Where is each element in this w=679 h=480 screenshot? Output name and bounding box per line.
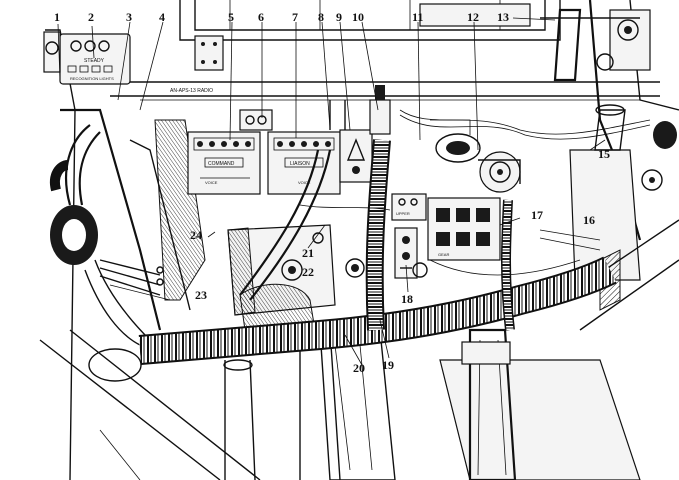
ribbed-hose xyxy=(138,256,617,365)
recognition-lights-panel: STEADY RECOGNITION LIGHTS xyxy=(59,33,131,85)
jack-box xyxy=(239,109,273,131)
leader-lines xyxy=(57,17,606,366)
callout-24: 24 xyxy=(190,228,202,242)
callout-23: 23 xyxy=(195,288,207,302)
callout-numbers: 1 2 3 4 5 6 7 8 9 10 11 12 13 15 16 17 1… xyxy=(54,10,610,375)
oxygen-regulator xyxy=(227,224,336,331)
recognition-lights-label: RECOGNITION LIGHTS xyxy=(70,76,114,81)
callout-17: 17 xyxy=(531,208,543,222)
callout-16: 16 xyxy=(583,213,595,227)
left-wiring xyxy=(99,259,171,301)
command-label: COMMAND xyxy=(208,161,235,167)
callout-8: 8 xyxy=(318,10,324,24)
left-gauge xyxy=(43,31,61,73)
callout-22: 22 xyxy=(302,265,314,279)
callout-11: 11 xyxy=(412,10,423,24)
voice-left-label: VOICE xyxy=(205,180,218,185)
callout-3: 3 xyxy=(126,10,132,24)
gear-label: GEAR xyxy=(438,252,449,257)
callout-12: 12 xyxy=(467,10,479,24)
liaison-label: LIAISON xyxy=(290,161,310,167)
steady-label: STEADY xyxy=(84,58,105,64)
callout-4: 4 xyxy=(159,10,165,24)
callout-6: 6 xyxy=(258,10,264,24)
callout-18: 18 xyxy=(401,292,413,306)
callout-21: 21 xyxy=(302,246,314,260)
callout-9: 9 xyxy=(336,10,342,24)
callout-13: 13 xyxy=(497,10,509,24)
structure xyxy=(39,0,679,480)
right-hose xyxy=(501,199,515,331)
callout-7: 7 xyxy=(292,10,298,24)
switch-panel: GEAR UPPER xyxy=(391,193,501,261)
voice-right-label: VOICE xyxy=(298,180,311,185)
callout-5: 5 xyxy=(228,10,234,24)
valve-cluster xyxy=(345,227,428,279)
upper-label: UPPER xyxy=(396,211,410,216)
curved-tube xyxy=(239,149,332,301)
callout-20: 20 xyxy=(353,361,365,375)
radio-rail-label: AN-APS-13 RADIO xyxy=(170,88,213,94)
callout-1: 1 xyxy=(54,10,60,24)
center-controls xyxy=(329,85,391,183)
callout-19: 19 xyxy=(382,358,394,372)
canopy-hinge xyxy=(194,35,224,71)
canopy-handle xyxy=(540,8,640,82)
callout-2: 2 xyxy=(88,10,94,24)
ventilator-unit xyxy=(430,119,521,193)
wire-bundle xyxy=(299,109,651,276)
callout-10: 10 xyxy=(352,10,364,24)
command-radio-box: COMMAND VOICE xyxy=(187,131,261,195)
oxygen-mask xyxy=(50,124,151,346)
liaison-radio-box: LIAISON VOICE xyxy=(267,131,341,195)
radio-rail-label-group: AN-APS-13 RADIO xyxy=(170,88,213,94)
callout-15: 15 xyxy=(598,147,610,161)
vertical-hose xyxy=(365,139,391,331)
